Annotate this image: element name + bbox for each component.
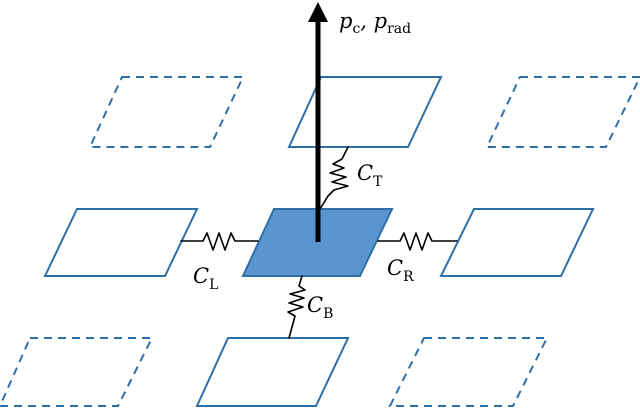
output-label: pc, prad — [339, 9, 411, 37]
coupling-label-bottom: CB — [307, 293, 333, 322]
coupling-left — [180, 232, 259, 251]
coupling-right — [377, 232, 458, 251]
cell-top — [287, 76, 443, 148]
cell-bottom-left-dashed — [0, 337, 154, 407]
coupling-top — [319, 146, 349, 210]
cell-top-left-dashed — [88, 76, 245, 148]
cell-bottom-right-dashed — [388, 337, 549, 407]
coupling-label-top: CT — [357, 161, 383, 190]
cell-top-right-dashed — [485, 76, 640, 148]
cell-center — [241, 208, 394, 277]
coupling-label-right: CR — [387, 256, 414, 285]
cell-bottom — [195, 337, 350, 407]
coupling-label-left: CL — [193, 264, 218, 293]
cell-right — [439, 208, 595, 277]
coupling-bottom — [287, 275, 306, 339]
cell-left — [43, 208, 199, 277]
